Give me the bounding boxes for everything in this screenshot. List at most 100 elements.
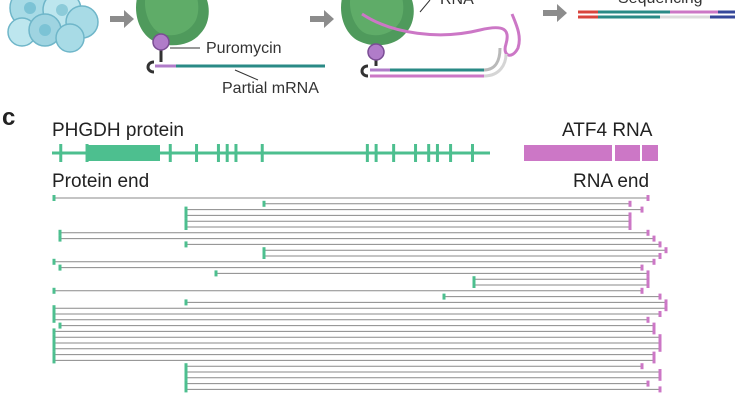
protein-track-label: PHGDH protein	[52, 120, 184, 141]
read-row	[262, 247, 668, 254]
exon-boundary-tick	[449, 144, 453, 162]
read-rna-end	[658, 253, 662, 259]
read-protein-end	[262, 200, 266, 207]
read-rna-end	[646, 229, 650, 236]
read-row	[52, 357, 656, 364]
exon-boundary-tick	[260, 144, 264, 162]
rna-end-label: RNA end	[573, 171, 650, 192]
protein-exon-ticks	[59, 144, 474, 162]
read-rna-end	[658, 386, 662, 393]
read-rna-end	[658, 369, 662, 375]
read-rna-end	[652, 258, 656, 265]
extension-strand	[483, 47, 502, 72]
rna-track-label: ATF4 RNA	[562, 120, 653, 141]
read-row	[262, 200, 632, 207]
process-arrow-icon	[543, 4, 567, 22]
read-row	[52, 334, 662, 341]
read-protein-end	[472, 282, 476, 288]
read-rna-end	[640, 363, 644, 370]
read-row	[184, 212, 632, 219]
read-rna-end	[640, 287, 644, 294]
read-protein-end	[58, 235, 62, 242]
read-rna-end	[664, 247, 668, 254]
read-rna-end	[664, 305, 668, 312]
read-protein-end	[184, 363, 188, 370]
read-protein-end	[184, 386, 188, 393]
read-row	[52, 316, 650, 323]
exon-boundary-tick	[374, 144, 378, 162]
read-protein-end	[184, 374, 188, 381]
read-protein-end	[52, 357, 56, 364]
read-protein-end	[58, 264, 62, 271]
read-row	[58, 235, 656, 242]
read-row	[184, 224, 632, 230]
read-protein-end	[52, 316, 56, 323]
exon-boundary-tick	[85, 144, 89, 162]
read-row	[52, 305, 668, 312]
read-rna-end	[646, 316, 650, 323]
read-rna-end	[628, 218, 632, 225]
read-rna-end	[652, 357, 656, 364]
extension-strand	[483, 53, 508, 78]
read-row	[184, 386, 662, 393]
read-row	[58, 264, 644, 271]
read-protein-end	[52, 328, 56, 335]
read-rna-end	[646, 195, 650, 201]
ribosome-icon	[136, 0, 209, 46]
read-row	[262, 253, 662, 259]
read-protein-end	[184, 224, 188, 230]
read-rna-end	[658, 293, 662, 300]
read-row	[52, 351, 656, 358]
process-arrow-icon	[110, 10, 134, 28]
read-row	[184, 369, 662, 375]
read-rna-end	[628, 212, 632, 219]
read-row	[184, 299, 668, 306]
read-protein-end	[184, 212, 188, 219]
read-row	[184, 241, 662, 248]
exon-boundary-tick	[234, 144, 238, 162]
rna-label: RNA	[440, 0, 474, 9]
read-alignments	[52, 195, 668, 393]
exon-boundary-tick	[216, 144, 220, 162]
read-rna-end	[646, 380, 650, 387]
read-protein-end	[58, 229, 62, 236]
read-row	[184, 206, 644, 213]
read-protein-end	[52, 195, 56, 201]
rna-track	[524, 145, 658, 161]
exon-boundary-tick	[195, 144, 199, 162]
linker-hook-icon	[146, 60, 155, 74]
read-rna-end	[646, 270, 650, 277]
read-row	[184, 380, 650, 387]
read-protein-end	[184, 241, 188, 248]
read-rna-end	[658, 311, 662, 317]
read-rna-end	[652, 328, 656, 335]
exon-boundary-tick	[225, 144, 229, 162]
exon-boundary-tick	[470, 144, 474, 162]
read-protein-end	[52, 345, 56, 352]
exon-boundary-tick	[414, 144, 418, 162]
read-protein-end	[262, 247, 266, 254]
read-rna-end	[658, 345, 662, 352]
read-protein-end	[52, 287, 56, 294]
exon-boundary-tick	[59, 144, 63, 162]
read-rna-end	[652, 235, 656, 242]
read-protein-end	[184, 299, 188, 306]
read-row	[52, 287, 644, 294]
read-row	[442, 293, 662, 300]
read-rna-end	[658, 241, 662, 248]
read-row	[472, 282, 650, 288]
read-rna-end	[646, 282, 650, 288]
protein-track	[52, 145, 490, 161]
read-row	[184, 363, 644, 370]
read-rna-end	[658, 334, 662, 341]
read-rna-end	[658, 374, 662, 381]
read-row	[58, 229, 650, 236]
read-rna-end	[628, 224, 632, 230]
read-row	[52, 258, 656, 265]
read-protein-end	[52, 258, 56, 265]
read-row	[52, 311, 662, 317]
read-protein-end	[184, 380, 188, 387]
read-row	[214, 270, 650, 277]
read-protein-end	[184, 218, 188, 225]
exon-boundary-tick	[392, 144, 396, 162]
